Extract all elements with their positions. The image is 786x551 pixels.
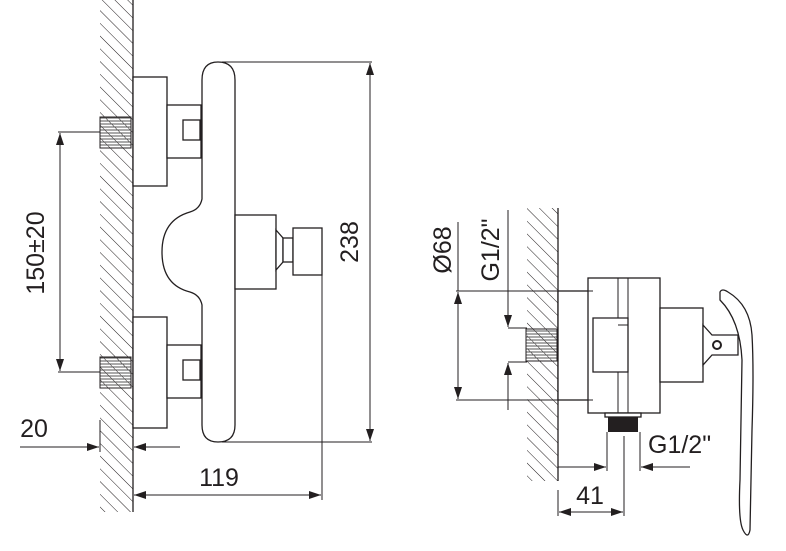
escutcheon — [557, 290, 594, 401]
pivot-icon — [712, 340, 722, 350]
outlet-thread-icon — [608, 417, 638, 432]
side-view: 238 150±20 20 119 — [20, 0, 374, 512]
outlet-offset-dimension: 41 — [576, 482, 604, 510]
depth-dimension: 119 — [199, 464, 239, 492]
center-distance-dimension: 150±20 — [22, 211, 50, 294]
wall-offset-dimension: 20 — [20, 415, 48, 443]
top-inlet — [99, 76, 202, 187]
escutcheon-diameter-dimension: Ø68 — [429, 226, 457, 273]
inlet-thread-icon — [525, 328, 558, 362]
wall-hatch — [100, 0, 133, 512]
inlet-thread-dimension: G1/2" — [477, 218, 505, 281]
section-view: Ø68 G1/2" G1/2" 41 — [429, 208, 754, 536]
bottom-inlet — [99, 316, 202, 429]
thread-icon — [99, 356, 132, 389]
outlet-valve — [234, 214, 323, 290]
thread-icon — [99, 116, 132, 149]
height-dimension: 238 — [336, 221, 364, 263]
cartridge-housing — [659, 307, 704, 383]
lever-handle — [719, 289, 754, 536]
mixer-body — [161, 61, 236, 443]
outlet-thread-dimension: G1/2" — [648, 431, 711, 459]
